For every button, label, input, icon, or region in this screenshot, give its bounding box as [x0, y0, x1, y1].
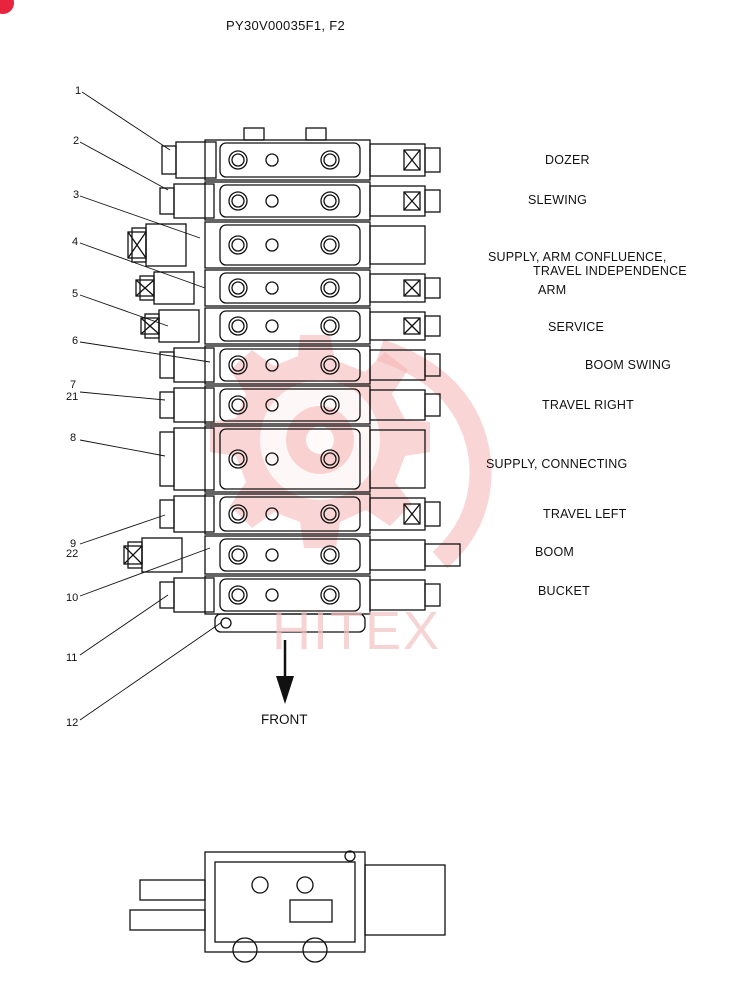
solenoid-left-icon: [135, 279, 155, 297]
section-label-boom: BOOM: [535, 545, 574, 559]
section-label-arm: ARM: [538, 283, 567, 297]
callout-5: 5: [72, 288, 79, 300]
leader-line: [79, 514, 166, 545]
leader-line: [79, 195, 201, 239]
leader-line: [79, 242, 206, 289]
valve-section-5: [140, 307, 441, 345]
section-label-supply-connecting: SUPPLY, CONNECTING: [486, 457, 628, 471]
solenoid-right-icon: [403, 279, 421, 297]
callout-7: 7: [70, 379, 77, 391]
leader-line: [79, 294, 169, 327]
section-label-service: SERVICE: [548, 320, 605, 334]
section-label-bucket: BUCKET: [538, 584, 590, 598]
callout-2: 2: [73, 135, 80, 147]
solenoid-left-icon: [127, 231, 147, 259]
watermark-text: HITEX: [272, 601, 442, 661]
callout-6: 6: [72, 335, 79, 347]
section-label-travel-left: TRAVEL LEFT: [543, 507, 627, 521]
front-label: FRONT: [261, 712, 308, 727]
leader-line: [79, 621, 223, 721]
valve-section-4: [135, 269, 441, 307]
callout-21: 21: [66, 391, 79, 403]
valve-section-2: [159, 181, 441, 221]
watermark-swoosh: [376, 339, 492, 569]
front-arrow-icon: [276, 640, 294, 704]
page-title: PY30V00035F1, F2: [226, 18, 345, 33]
valve-section-11: [159, 575, 441, 615]
section-label-boom-swing: BOOM SWING: [585, 358, 672, 372]
leader-line: [79, 439, 166, 457]
leader-line: [79, 141, 169, 191]
valve-section-6: [159, 345, 441, 385]
callout-11: 11: [66, 652, 78, 664]
valve-section-8: [159, 425, 426, 493]
solenoid-right-icon: [403, 503, 421, 525]
callout-1: 1: [75, 85, 82, 97]
callout-4: 4: [72, 236, 79, 248]
leader-line: [79, 547, 211, 597]
side-view-drawing: [129, 850, 446, 963]
valve-section-9: [159, 493, 441, 535]
solenoid-left-icon: [140, 317, 160, 335]
section-label-slewing: SLEWING: [528, 193, 588, 207]
callout-3: 3: [73, 189, 80, 201]
section-label-supply-arm: SUPPLY, ARM CONFLUENCE,: [488, 250, 667, 264]
callout-9: 9: [70, 538, 77, 550]
leader-line: [79, 341, 211, 363]
valve-section-10: [123, 535, 461, 575]
leader-lines: [79, 91, 223, 721]
solenoid-right-icon: [403, 191, 421, 211]
callout-8: 8: [70, 432, 77, 444]
section-label-dozer: DOZER: [545, 153, 590, 167]
valve-section-3: [127, 221, 426, 269]
leader-line: [81, 91, 171, 151]
solenoid-left-icon: [123, 545, 143, 565]
leader-line: [79, 391, 166, 401]
callout-22: 22: [66, 548, 79, 560]
corner-badge: [0, 0, 14, 14]
leader-line: [79, 594, 169, 656]
solenoid-right-icon: [403, 317, 421, 335]
callout-12: 12: [66, 717, 79, 729]
solenoid-right-icon: [403, 149, 421, 171]
valve-stack: [123, 127, 461, 633]
section-label-travel-right: TRAVEL RIGHT: [542, 398, 634, 412]
valve-section-7: [159, 385, 441, 425]
section-label-travel-independence: TRAVEL INDEPENDENCE: [533, 264, 687, 278]
callout-10: 10: [66, 592, 79, 604]
valve-section-1: [161, 139, 441, 181]
